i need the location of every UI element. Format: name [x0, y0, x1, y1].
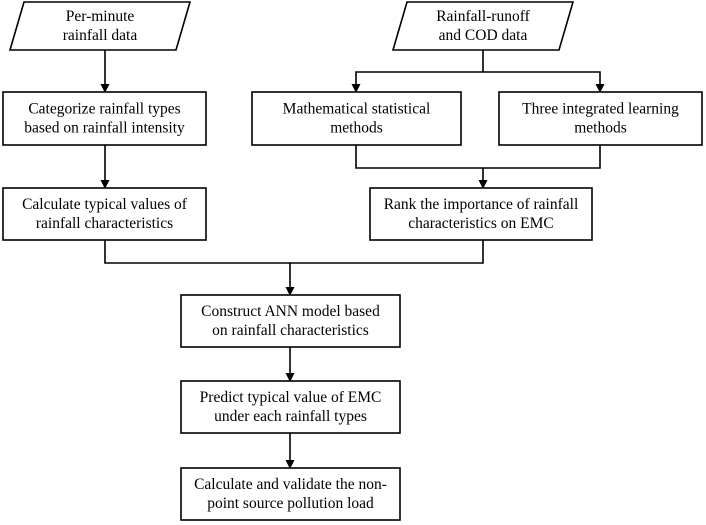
node-predict: Predict typical value of EMC under each r…: [180, 380, 401, 434]
node-label-line: and COD data: [439, 27, 528, 44]
connector-ensemble-to-rank: [483, 145, 601, 169]
node-rank: Rank the importance of rainfall character…: [369, 187, 593, 241]
node-ann: Construct ANN model based on rainfall cha…: [180, 294, 401, 348]
node-label-line: Calculate typical values of: [22, 196, 188, 213]
node-label-line: Mathematical statistical: [283, 101, 431, 118]
process-box: [498, 91, 703, 146]
node-runoff-cod: Rainfall-runoff and COD data: [391, 1, 575, 51]
node-label-line: Categorize rainfall types: [28, 101, 180, 118]
node-label-line: Three integrated learning: [522, 101, 679, 118]
input-parallelogram: [391, 1, 575, 51]
node-label-line: methods: [574, 120, 627, 137]
process-box: [180, 380, 401, 434]
node-label-line: rainfall characteristics: [36, 215, 173, 232]
node-label-line: Rainfall-runoff: [436, 8, 530, 25]
connector-runoff_cod-to-ensemble: [483, 71, 605, 93]
node-label-line: Rank the importance of rainfall: [384, 196, 579, 213]
node-typical-values: Calculate typical values of rainfall char…: [2, 187, 207, 241]
connector-math_stat-to-rank: [355, 145, 488, 189]
node-categorize: Categorize rainfall types based on rainfa…: [2, 91, 207, 146]
connector-runoff_cod-to-math_stat: [351, 50, 484, 93]
node-per-minute: Per-minute rainfall data: [8, 1, 192, 51]
process-box: [369, 187, 593, 241]
node-label-line: point source pollution load: [207, 495, 374, 512]
node-validate: Calculate and validate the non-point sou…: [180, 467, 401, 521]
node-label-line: rainfall data: [63, 27, 138, 44]
process-box: [180, 294, 401, 348]
node-math-stat: Mathematical statistical methods: [251, 91, 462, 146]
node-ensemble: Three integrated learning methods: [498, 91, 703, 146]
process-box: [2, 187, 207, 241]
node-label-line: on rainfall characteristics: [212, 322, 369, 339]
connectors: [100, 50, 605, 469]
node-label-line: Calculate and validate the non-: [194, 476, 387, 493]
process-box: [2, 91, 207, 146]
input-parallelogram: [8, 1, 192, 51]
connector-typical_values-to-ann: [104, 240, 295, 296]
node-label-line: characteristics on EMC: [408, 215, 553, 232]
node-label-line: methods: [330, 120, 383, 137]
node-label-line: Per-minute: [66, 8, 135, 25]
node-label-line: Predict typical value of EMC: [200, 389, 382, 406]
node-label-line: based on rainfall intensity: [24, 120, 185, 137]
process-box: [180, 467, 401, 521]
node-label-line: Construct ANN model based: [201, 303, 380, 320]
node-label-line: under each rainfall types: [214, 408, 367, 425]
connector-rank-to-ann: [290, 240, 484, 264]
process-box: [251, 91, 462, 146]
